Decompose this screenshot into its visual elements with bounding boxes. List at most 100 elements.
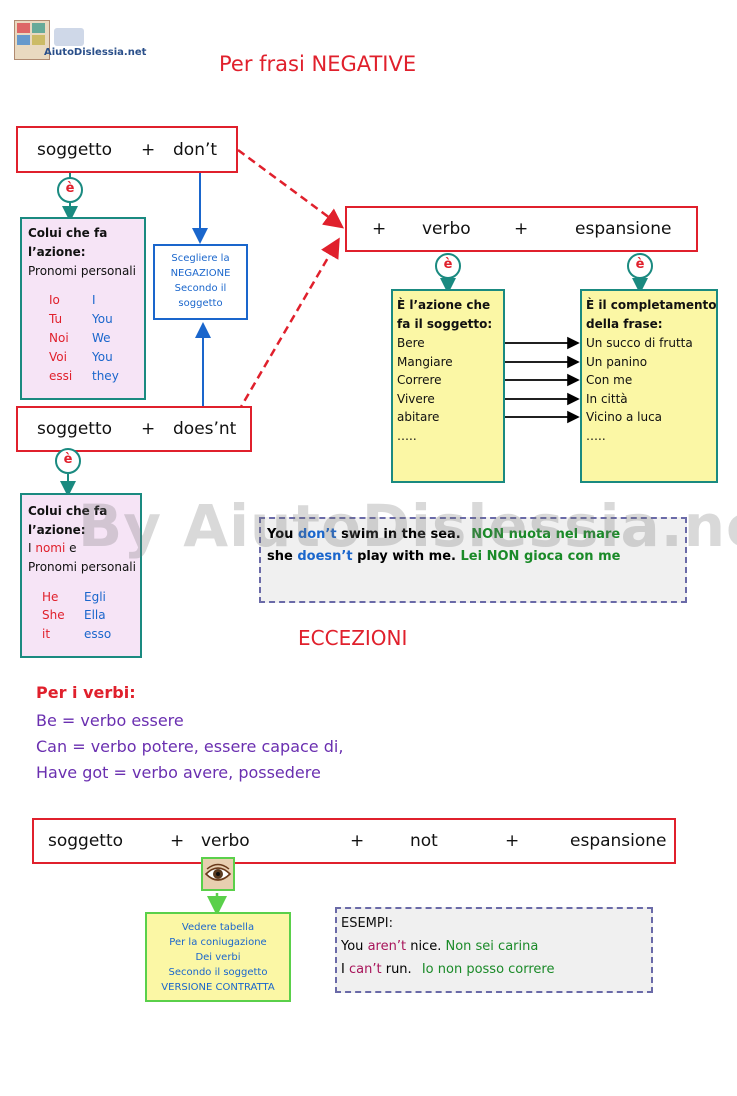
note-line: Per la coniugazione [169,937,267,948]
verb-heading-1: È l’azione che [397,298,491,312]
verb-item: abitare [397,410,440,424]
ex-translation: nel mare [555,527,621,542]
example-line-2: she doesn’t play with me. Lei NON gioca … [267,549,620,564]
rule-line: Have got = verbo avere, possedere [36,763,321,782]
formula-box-dont: soggetto + don’t [16,126,238,173]
plus-sign: + [350,831,365,851]
expansion-heading-1: È il completamento [586,298,717,312]
ex-aux: don’t [297,527,337,542]
note-line: Dei verbi [195,952,241,963]
plus-sign: + [372,219,387,239]
expansion-item: Con me [586,373,633,387]
verb-item: Vivere [397,392,435,406]
expansion-item: Vicino a luca [586,410,663,424]
examples-box-exceptions: ESEMPI: You aren’t nice. Non sei carina … [335,907,653,993]
ex-word: swim [341,527,379,542]
soggetto-label: soggetto [37,419,113,439]
pronoun-it: Io [49,293,60,307]
pronoun-en: it [42,627,51,641]
e-marker: è [435,253,461,279]
verbo-label: verbo [422,219,471,239]
ex-word: I [341,962,345,977]
dont-label: don’t [173,139,218,160]
esempi-heading: ESEMPI: [341,916,393,931]
soggetto-label: soggetto [37,139,113,160]
examples-box-negative: You don’t swim in the sea. NON nuota nel… [259,517,687,603]
ex-translation: con me [567,549,621,564]
doesnt-label: does’nt [173,419,237,439]
pronoun-en: He [42,590,59,604]
plus-sign: + [141,139,156,160]
pronoun-it: essi [49,369,73,383]
plus-sign: + [141,419,156,439]
expansion-heading-2: della frase: [586,317,663,331]
note-line: Vedere tabella [181,922,255,933]
ex-translation: Non sei carina [445,939,539,954]
ex-aux: can’t [348,962,382,977]
per-i-verbi-heading: Per i verbi: [36,683,136,702]
soggetto-label: soggetto [48,831,124,851]
ex-translation: NON [486,549,520,564]
pronoun-en: She [42,608,65,622]
rule-line: Be = verbo essere [36,711,184,730]
expansion-item: Un panino [586,355,648,369]
ex-word: You [341,939,364,954]
pronoun-en: they [92,369,119,383]
expansion-item: ….. [586,429,606,443]
pronoun-it: esso [84,627,112,641]
ex-word: she [267,549,293,564]
third-heading-1: Colui che fa [28,504,108,518]
verb-item: ….. [397,429,417,443]
pronoun-it: Egli [84,590,106,604]
pronouns-heading-2: l’azione: [28,245,86,259]
note-line: soggetto [178,298,223,309]
eye-icon [201,857,235,891]
site-logo[interactable]: AiutoDislessia.net [14,20,146,60]
esempi-line-2: I can’t run. Io non posso correre [341,962,554,977]
ex-translation: nuota [508,527,552,542]
nouns-line: I nomi e [28,541,77,555]
pronoun-it: Tu [49,312,63,326]
nouns-word: nomi [35,541,66,555]
third-heading-2: l’azione: [28,523,86,537]
formula-box-exceptions: soggetto + verbo + not + espansione [32,818,676,864]
expansion-item: Un succo di frutta [586,336,693,350]
verb-box: È l’azione che fa il soggetto: Bere Mang… [391,289,505,483]
pronouns-heading-1: Colui che fa [28,226,108,240]
note-line: Scegliere la [171,253,230,264]
e-marker: è [55,448,81,474]
esempi-line-1: You aren’t nice. Non sei carina [341,939,538,954]
ex-translation: Lei [460,549,483,564]
espansione-label: espansione [570,831,667,851]
ex-word: in the [383,527,426,542]
verb-heading-2: fa il soggetto: [397,317,493,331]
ex-translation: gioca [523,549,564,564]
ex-word: run. [385,962,412,977]
plus-sign: + [514,219,529,239]
pronoun-en: You [92,350,113,364]
expansion-item: In città [586,392,628,406]
formula-box-verb: + verbo + espansione [345,206,698,252]
note-line: Secondo il soggetto [168,967,268,978]
watermark: By AiutoDislessia.net [78,492,737,560]
eccezioni-heading: ECCEZIONI [298,626,408,650]
pronouns-subheading: Pronomi personali [28,264,136,278]
formula-box-doesnt: soggetto + does’nt [16,406,252,452]
verbo-label: verbo [201,831,250,851]
not-label: not [410,831,438,851]
verb-item: Bere [397,336,425,350]
pronoun-it: Ella [84,608,106,622]
nouns-suffix: e [65,541,77,555]
verb-item: Correre [397,373,442,387]
page-title: Per frasi NEGATIVE [219,52,417,76]
note-line: NEGAZIONE [170,268,231,279]
ex-aux: doesn’t [297,549,353,564]
third-person-box: Colui che fa l’azione: I nomi e Pronomi … [20,493,142,658]
plus-sign: + [505,831,520,851]
ex-translation: NON [471,527,505,542]
e-marker: è [57,177,83,203]
pronoun-en: You [92,312,113,326]
negation-note: Scegliere la NEGAZIONE Secondo il sogget… [153,244,248,320]
verb-item: Mangiare [397,355,453,369]
pronouns-box: Colui che fa l’azione: Pronomi personali… [20,217,146,400]
